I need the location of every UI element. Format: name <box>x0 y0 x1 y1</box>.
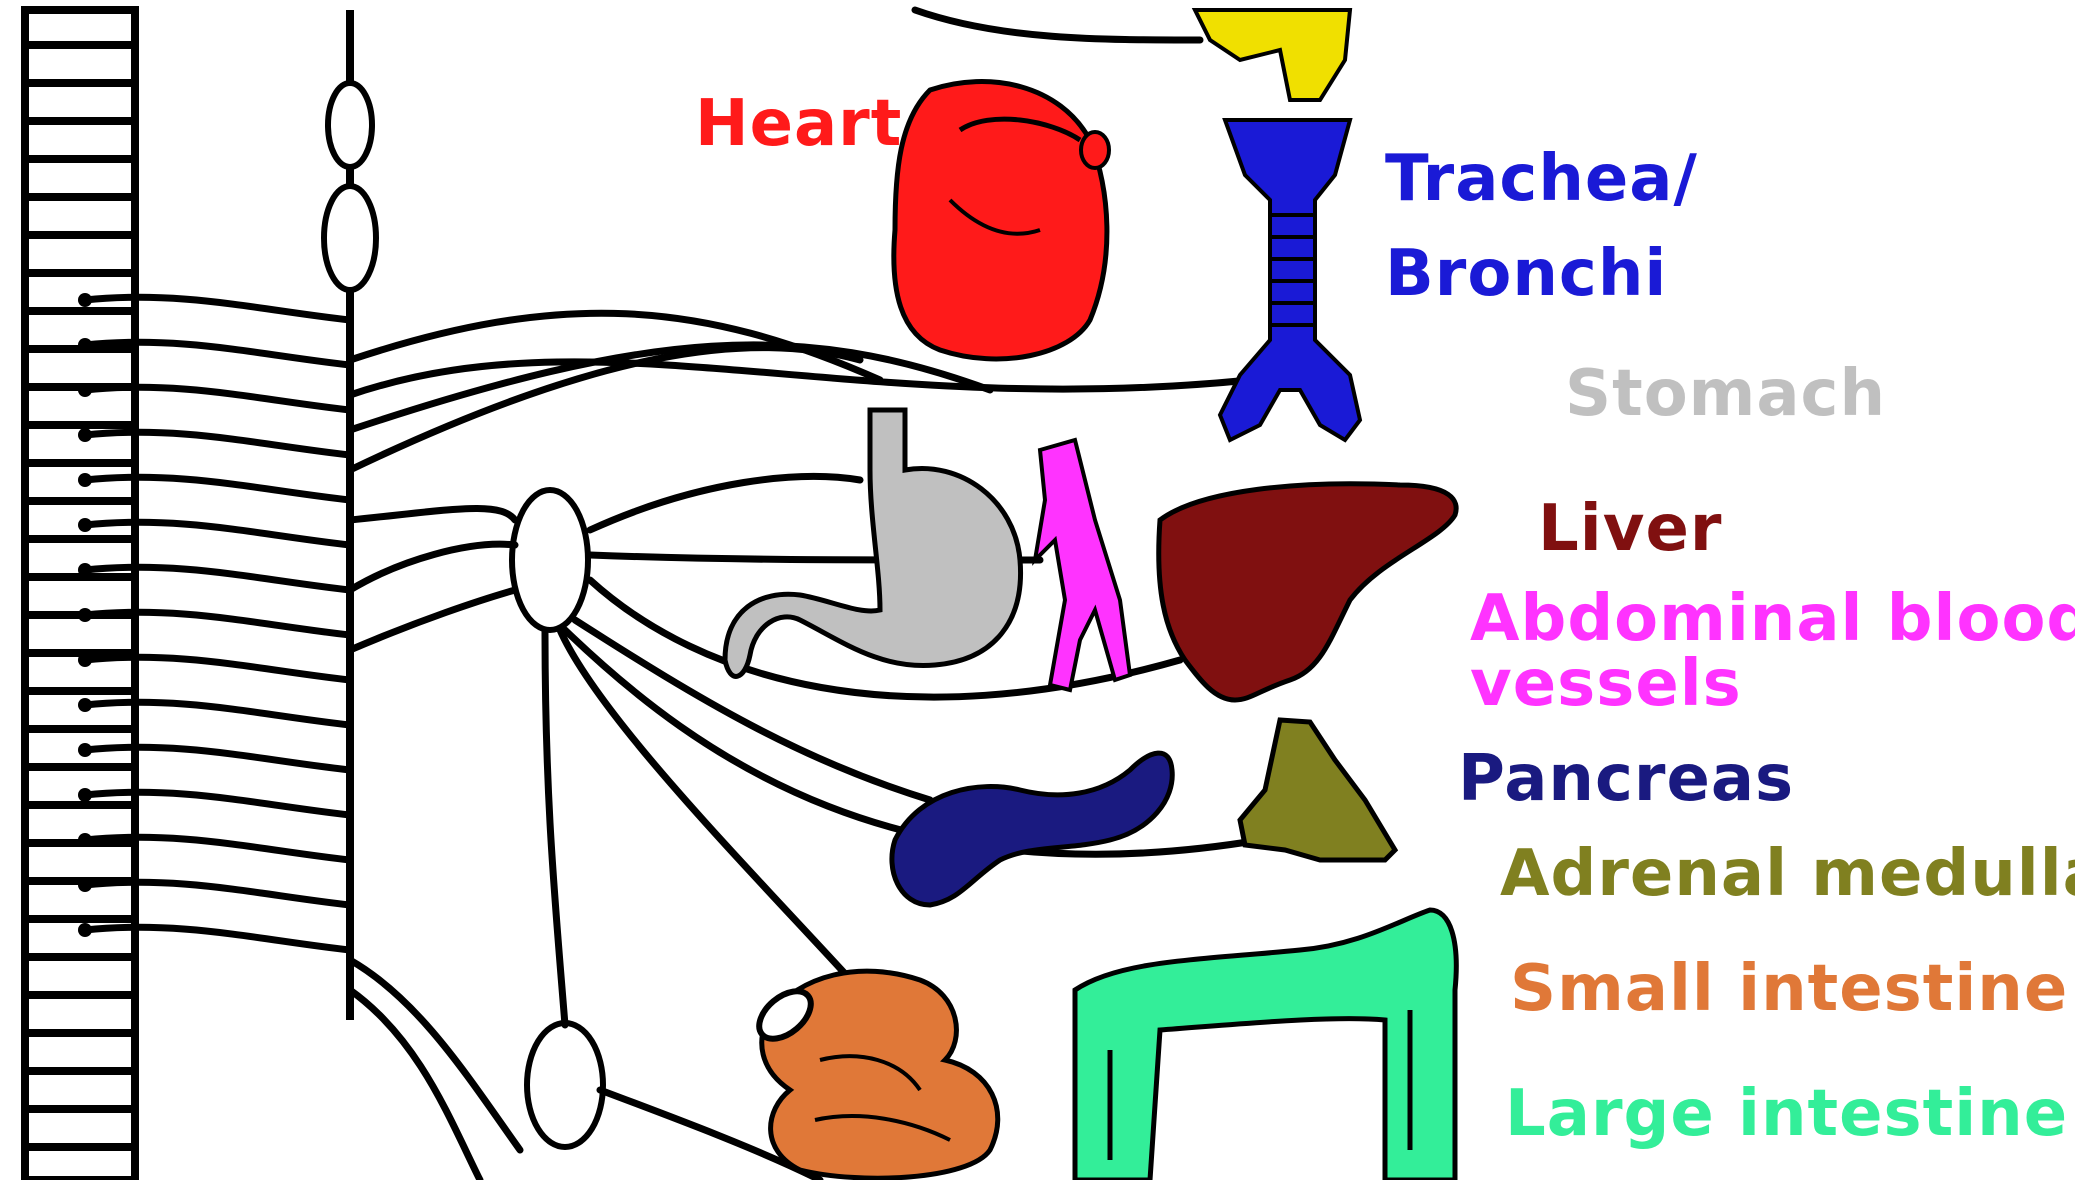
heart-organ <box>894 82 1109 359</box>
label-adrenal-medulla: Adrenal medulla <box>1500 837 2075 911</box>
label-heart: Heart <box>695 87 902 161</box>
nerve-root-dot <box>78 653 92 667</box>
nerve-root-dot <box>78 473 92 487</box>
small-intestine-organ <box>750 971 997 1178</box>
nerve-root-dot <box>78 338 92 352</box>
spinal-column <box>25 10 135 1180</box>
nerve-root-dot <box>78 788 92 802</box>
label-trachea-line1: Trachea/ <box>1385 142 1698 216</box>
label-large-intestine: Large intestine <box>1505 1077 2068 1151</box>
nerve-root-dot <box>78 518 92 532</box>
label-stomach: Stomach <box>1565 357 1886 431</box>
label-abdominal-line1: Abdominal blood <box>1470 582 2075 656</box>
adrenal-medulla-organ <box>1240 720 1395 860</box>
large-intestine-organ <box>1075 910 1456 1180</box>
nerve-root-dot <box>78 743 92 757</box>
nerve-root-dot <box>78 563 92 577</box>
nerve-root-dot <box>78 428 92 442</box>
label-abdominal-line2: vessels <box>1470 647 1742 721</box>
nerve-root-dot <box>78 293 92 307</box>
label-liver: Liver <box>1538 492 1722 566</box>
trachea-organ <box>1220 120 1360 440</box>
nerve-root-dot <box>78 878 92 892</box>
label-trachea-line2: Bronchi <box>1385 237 1667 311</box>
nerve-root-dot <box>78 608 92 622</box>
collateral-ganglia <box>512 490 603 1147</box>
nerve-root-dot <box>78 833 92 847</box>
nerve-root-dot <box>78 923 92 937</box>
thyroid-gland <box>1195 10 1350 100</box>
pancreas-organ <box>892 753 1172 905</box>
label-small-intestine: Small intestine <box>1510 952 2068 1026</box>
nerve-root-dot <box>78 698 92 712</box>
nerve-root-dot <box>78 383 92 397</box>
liver-organ <box>1159 484 1456 700</box>
stomach-organ <box>725 410 1021 676</box>
label-pancreas: Pancreas <box>1458 742 1794 816</box>
abdominal-blood-vessels-organ <box>1035 440 1130 690</box>
